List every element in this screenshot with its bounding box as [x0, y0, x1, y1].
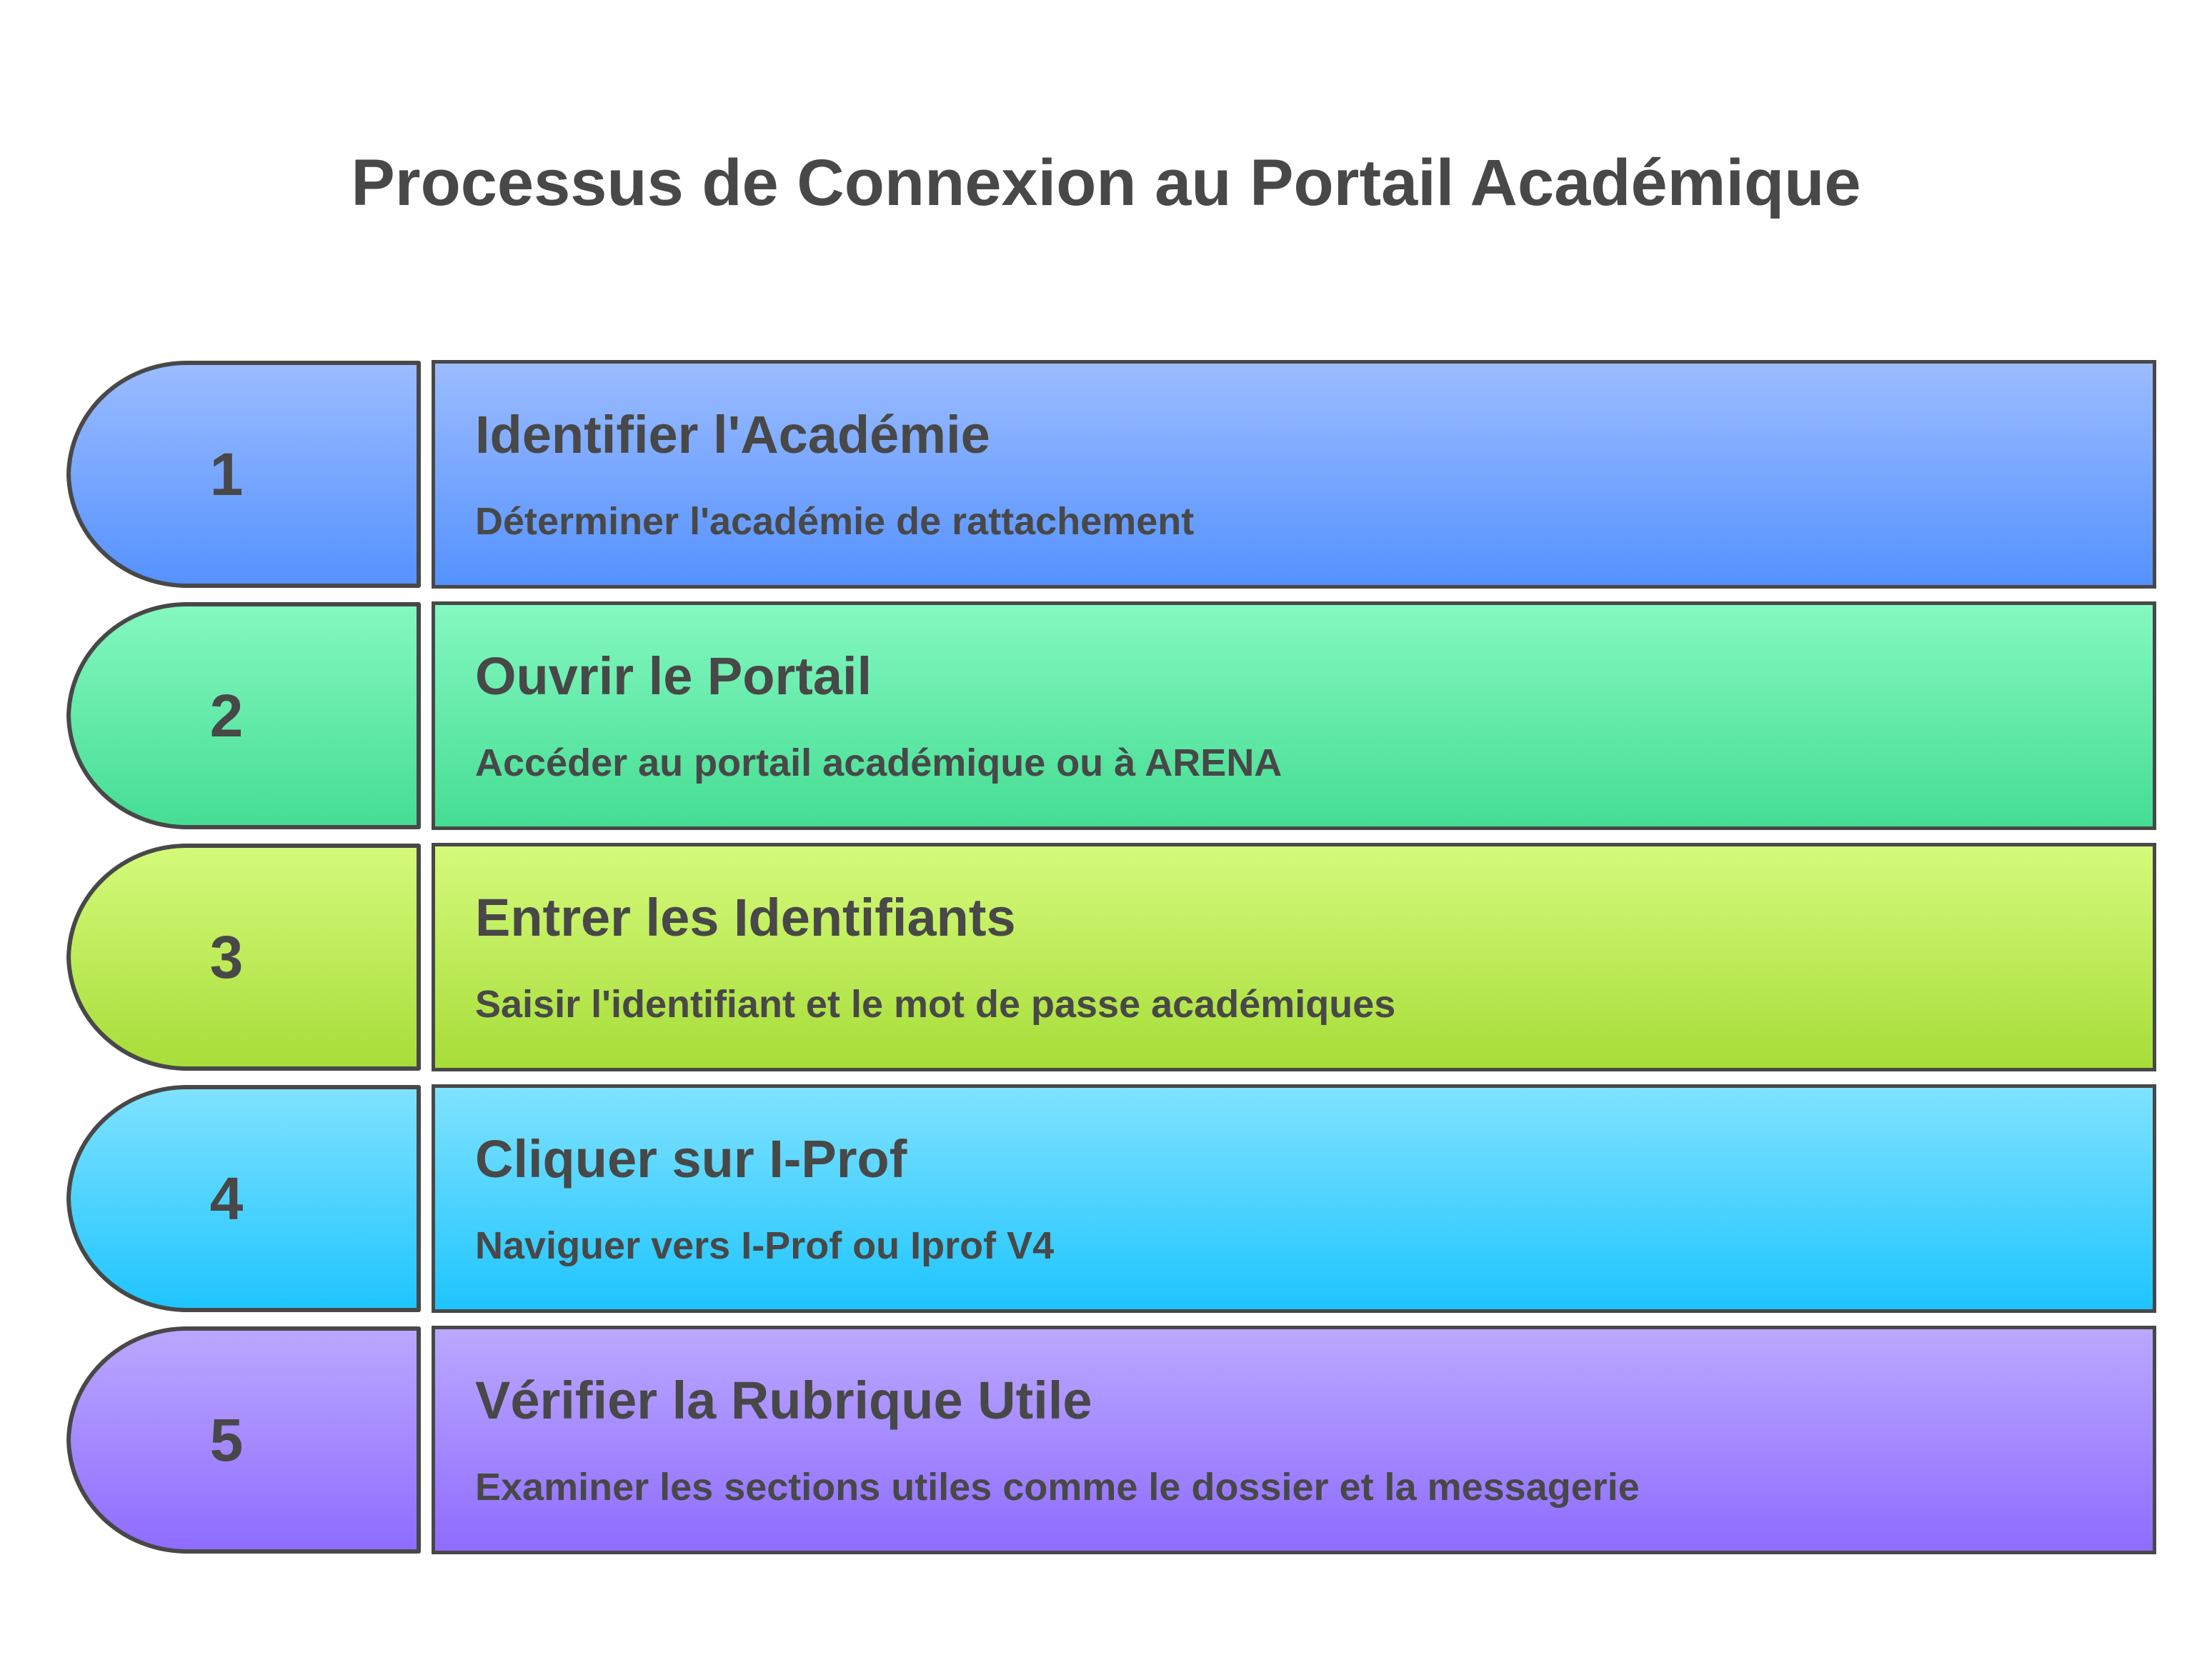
step-card: Entrer les Identifiants Saisir l'identif…	[432, 843, 2156, 1071]
step-description: Naviguer vers I-Prof ou Iprof V4	[475, 1224, 1055, 1267]
step-1: 1 Identifier l'Académie Déterminer l'aca…	[0, 360, 2212, 589]
step-tab-shape	[66, 844, 421, 1071]
step-number: 2	[209, 682, 244, 749]
step-card: Identifier l'Académie Déterminer l'acadé…	[432, 360, 2156, 589]
step-tab-path	[66, 361, 421, 588]
step-tab-shape	[66, 602, 421, 829]
step-title: Cliquer sur I-Prof	[475, 1129, 907, 1189]
step-title: Ouvrir le Portail	[475, 646, 872, 706]
step-4: 4 Cliquer sur I-Prof Naviguer vers I-Pro…	[0, 1084, 2212, 1313]
step-number: 4	[209, 1165, 244, 1232]
step-card: Vérifier la Rubrique Utile Examiner les …	[432, 1326, 2156, 1554]
step-number: 3	[209, 924, 244, 991]
step-tab-path	[66, 602, 421, 829]
step-description: Saisir l'identifiant et le mot de passe …	[475, 983, 1396, 1026]
step-title: Vérifier la Rubrique Utile	[475, 1371, 1092, 1430]
step-tab-shape	[66, 1326, 421, 1554]
step-tab-shape	[66, 1085, 421, 1312]
step-description: Examiner les sections utiles comme le do…	[475, 1466, 1640, 1509]
step-number-tab: 5	[66, 1326, 422, 1554]
step-card: Ouvrir le Portail Accéder au portail aca…	[432, 601, 2156, 830]
step-number-tab: 1	[66, 360, 422, 589]
step-tab-path	[66, 1085, 421, 1312]
step-2: 2 Ouvrir le Portail Accéder au portail a…	[0, 601, 2212, 830]
step-number-tab: 3	[66, 843, 422, 1071]
step-tab-path	[66, 1326, 421, 1554]
step-number-tab: 2	[66, 601, 422, 830]
step-tab-shape	[66, 361, 421, 588]
step-title: Entrer les Identifiants	[475, 888, 1016, 947]
step-5: 5 Vérifier la Rubrique Utile Examiner le…	[0, 1326, 2212, 1554]
step-description: Déterminer l'académie de rattachement	[475, 500, 1195, 543]
step-number: 1	[209, 441, 244, 508]
step-title: Identifier l'Académie	[475, 405, 990, 464]
step-number-tab: 4	[66, 1084, 422, 1313]
step-description: Accéder au portail académique ou à ARENA	[475, 741, 1282, 784]
step-number: 5	[209, 1406, 244, 1474]
step-3: 3 Entrer les Identifiants Saisir l'ident…	[0, 843, 2212, 1071]
step-card: Cliquer sur I-Prof Naviguer vers I-Prof …	[432, 1084, 2156, 1313]
diagram-title: Processus de Connexion au Portail Académ…	[351, 146, 1861, 219]
step-tab-path	[66, 844, 421, 1071]
